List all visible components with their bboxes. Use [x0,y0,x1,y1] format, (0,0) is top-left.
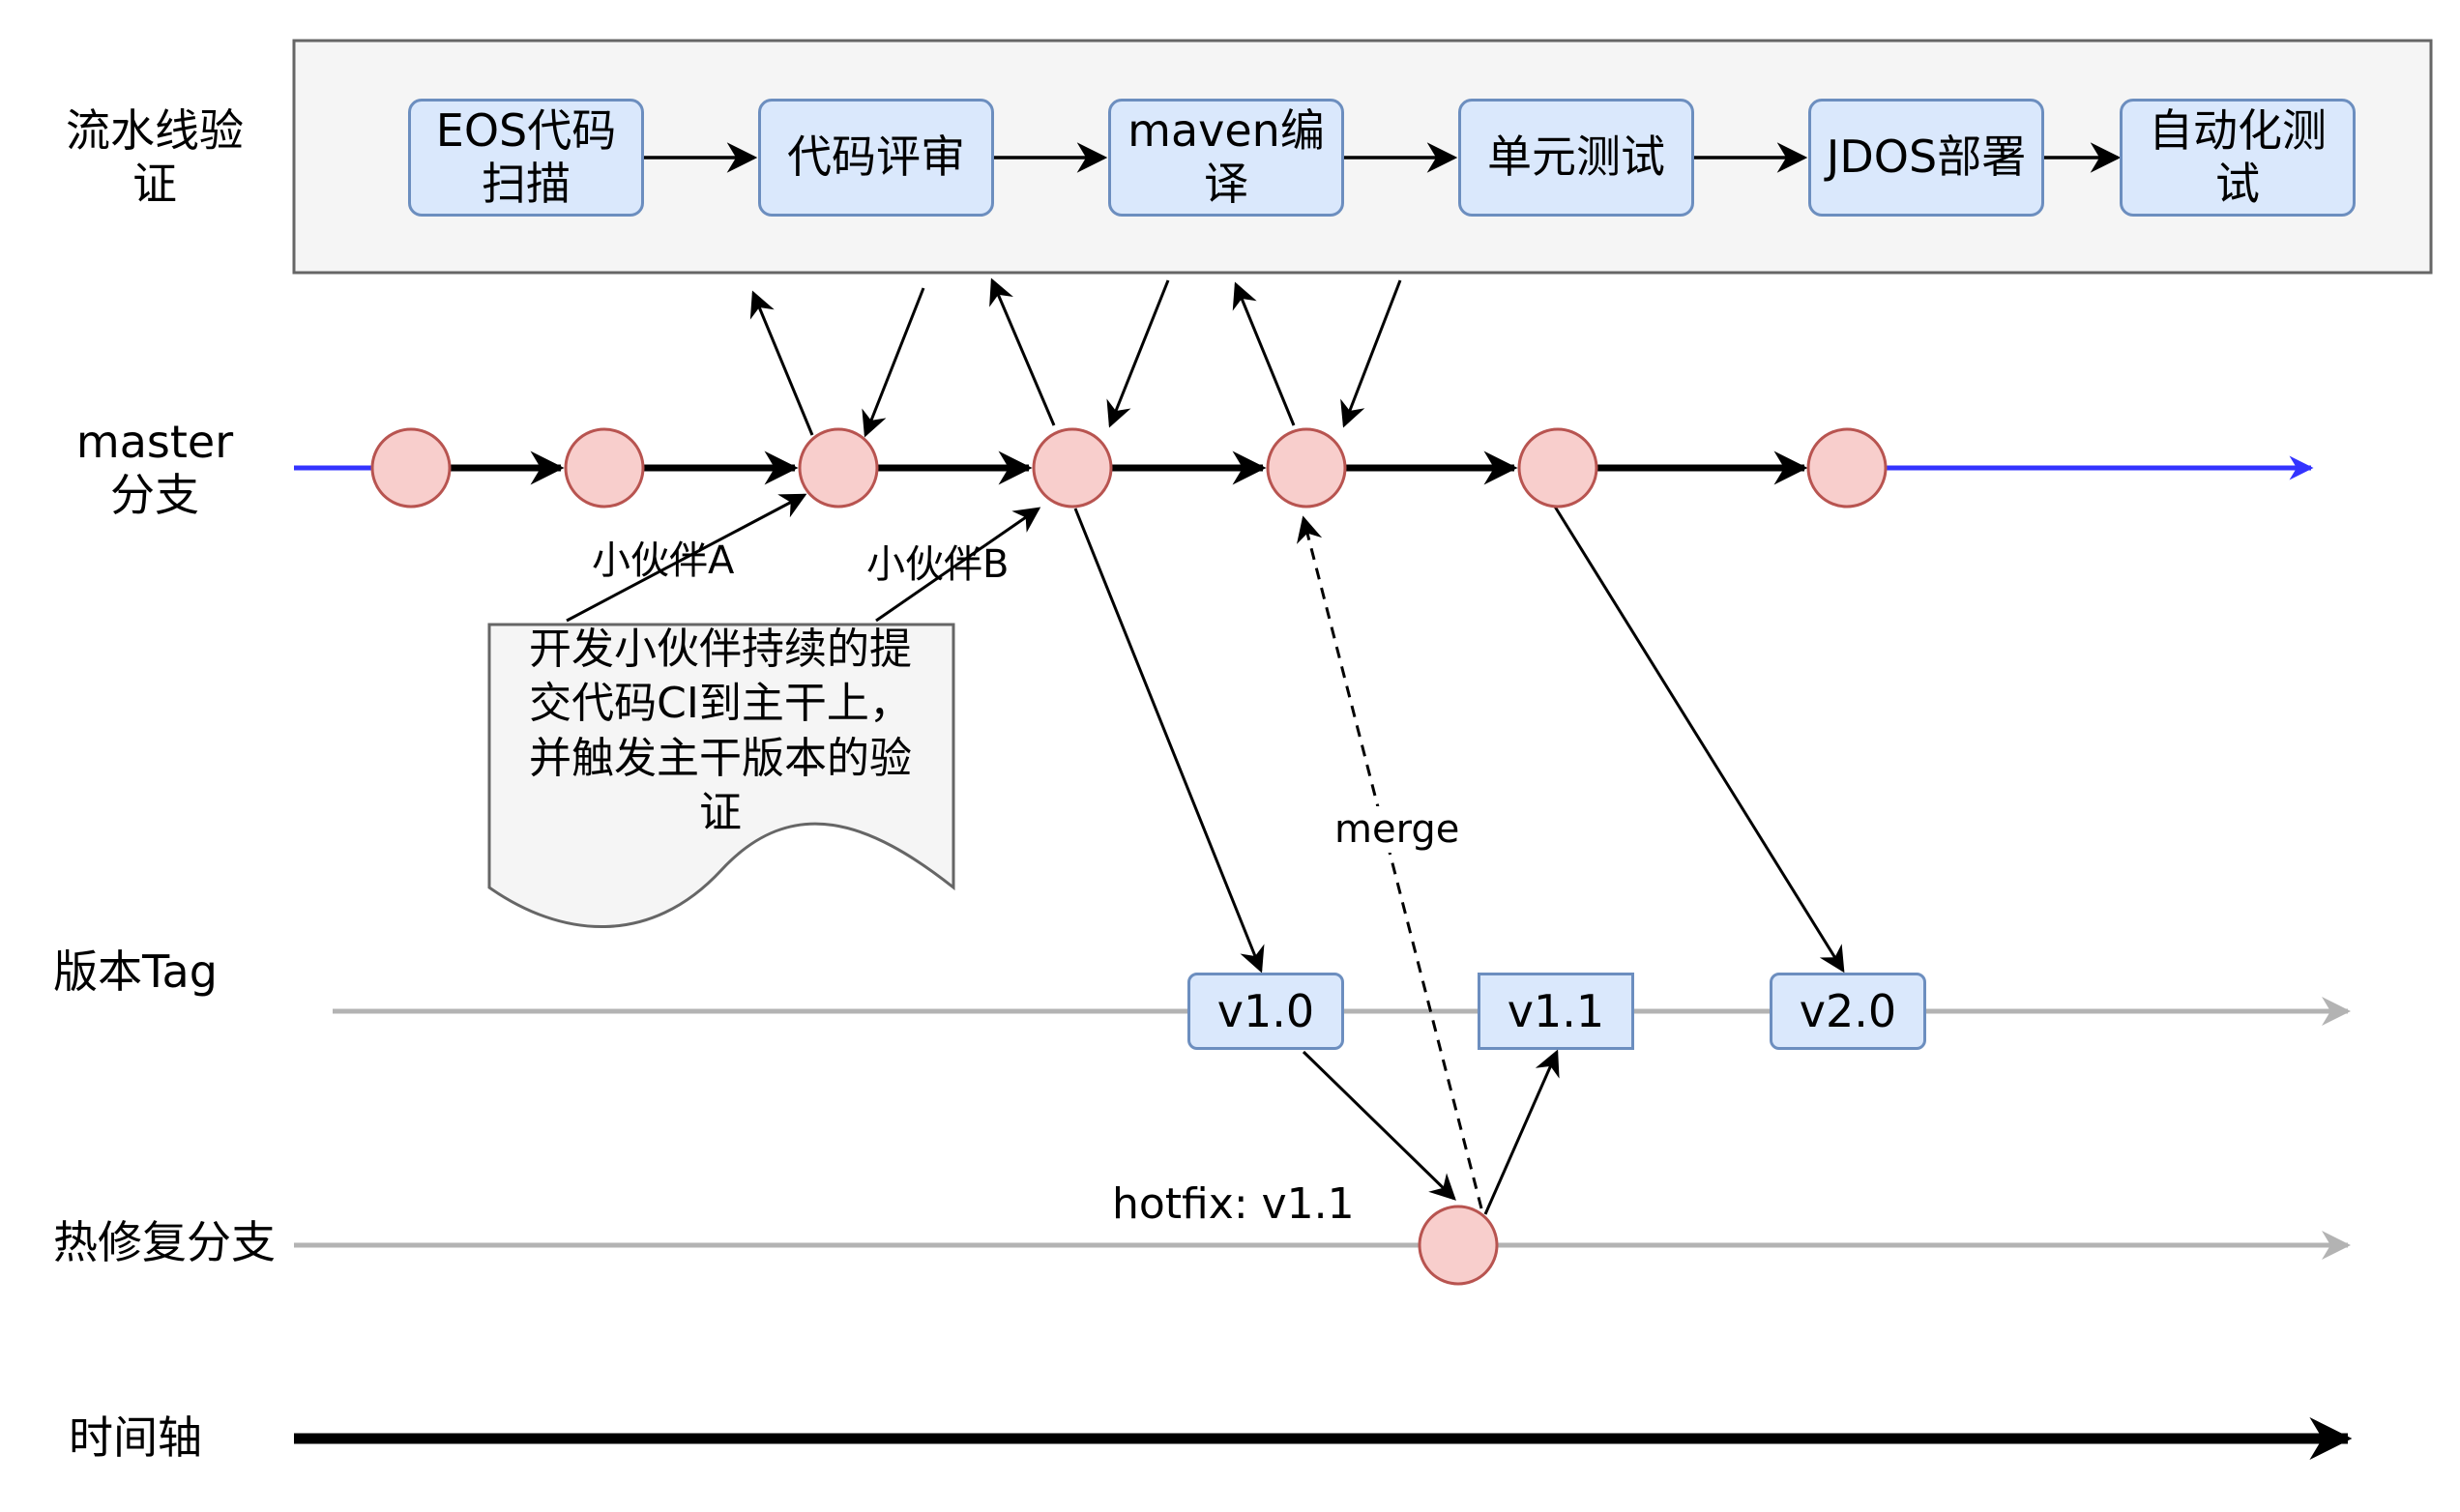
release-arrows [1073,506,1845,1215]
partner-arrows [566,493,1041,623]
note-text: 开发小伙伴持续的提 交代码CI到主干上， 并触发主干版本的验 证 [529,625,912,837]
commit-2 [564,427,645,509]
stage-code-review: 代码评审 [758,99,994,217]
master-commits [370,427,1888,509]
note-shape [487,623,955,928]
label-partner-b: 小伙伴B [866,542,1010,587]
row-label-tag: 版本Tag [53,945,218,998]
stage-jdos-deploy: JDOS部署 [1808,99,2044,217]
merge-arrow [1296,515,1483,1209]
release-v2-0-arrow [1553,506,1845,974]
hotfix-tag-arrow [1483,1049,1560,1215]
tag-v2-0: v2.0 [1770,973,1926,1050]
release-v1-0-arrow [1073,508,1265,974]
hotfix-branch-arrow [1302,1050,1456,1201]
row-label-pipeline: 流水线验 证 [66,104,244,211]
tag-v1-0: v1.0 [1187,973,1344,1050]
stage-unit-test: 单元测试 [1458,99,1694,217]
commit-7 [1806,427,1888,509]
commit-5 [1266,427,1347,509]
row-label-master: master 分支 [75,416,234,522]
row-label-timeline: 时间轴 [69,1411,202,1464]
verification-arrows [749,277,1402,438]
stage-auto-test: 自动化测 试 [2120,99,2356,217]
partner-a-arrow [566,493,807,623]
hotfix-commit [1418,1205,1499,1286]
tag-v1-1: v1.1 [1478,973,1634,1050]
stage-maven-build: maven编 译 [1108,99,1344,217]
commit-4 [1032,427,1113,509]
label-merge: merge [1329,806,1466,853]
partner-b-arrow [875,507,1041,623]
stage-eos-scan: EOS代码 扫描 [408,99,644,217]
commit-1 [370,427,452,509]
label-partner-a: 小伙伴A [592,538,735,583]
commit-6 [1517,427,1598,509]
row-label-hotfix: 热修复分支 [53,1216,276,1268]
commit-3 [798,427,879,509]
label-hotfix: hotfix: v1.1 [1112,1179,1355,1229]
